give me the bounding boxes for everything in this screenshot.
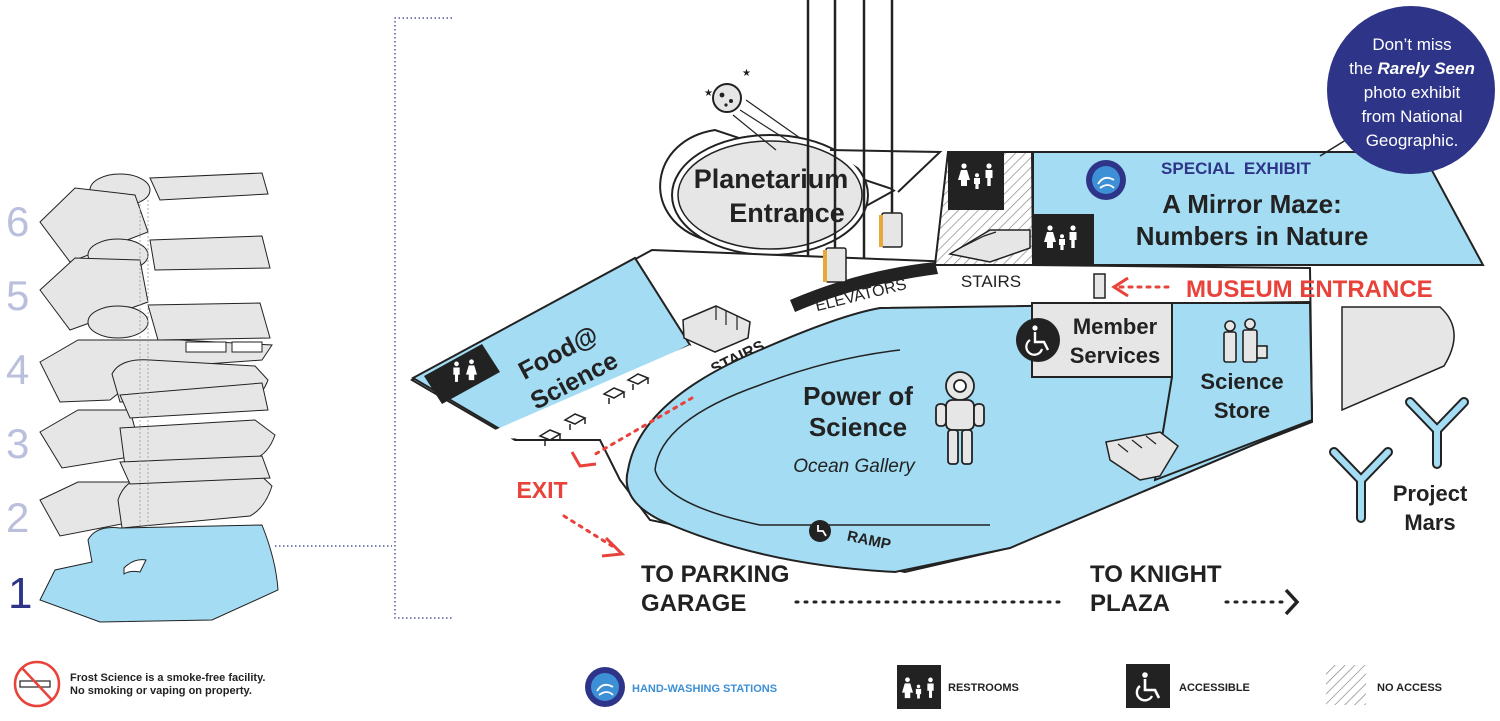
mirror-maze-title-line2: Numbers in Nature [1136,221,1369,251]
special-exhibit-label: SPECIAL EXHIBIT [1161,159,1311,178]
floor-6-shape[interactable] [39,172,269,263]
special-exhibit-mirror-maze[interactable]: SPECIAL EXHIBIT A Mirror Maze: Numbers i… [1032,151,1485,266]
wheelchair-icon [1016,318,1060,362]
legend-accessible-label: ACCESSIBLE [1179,682,1250,694]
legend-restrooms-label: RESTROOMS [948,682,1019,694]
floor-label-6[interactable]: 6 [6,198,29,245]
knight-plaza-label-line2: PLAZA [1090,590,1170,617]
stairs-top-label: STAIRS [961,272,1021,291]
ocean-gallery-label: Ocean Gallery [793,456,916,477]
callout-line-3: photo exhibit [1364,83,1461,102]
connector-lines [275,17,452,619]
power-of-science-title-line2: Science [809,412,907,442]
floor-5-shape[interactable] [39,235,271,331]
knight-plaza-direction[interactable]: TO KNIGHT PLAZA [1090,561,1300,617]
legend: Frost Science is a smoke-free facility. … [13,660,1442,709]
parking-label: TO PARKING [641,561,789,588]
mirror-maze-title: A Mirror Maze: [1162,189,1342,219]
elevator-shafts [806,0,894,280]
project-mars-label: Project [1393,481,1468,506]
svg-text:★: ★ [742,68,751,79]
svg-text:★: ★ [704,88,713,99]
science-store-label-line2: Store [1214,398,1270,423]
floor-1-shape-current[interactable] [39,524,279,623]
callout-line-2-pre: the [1349,59,1377,78]
knight-plaza-label: TO KNIGHT [1090,561,1222,588]
member-services-label: Member [1073,314,1158,339]
floor-label-5[interactable]: 5 [6,272,29,319]
callout-rarely-seen-emphasis: Rarely Seen [1378,59,1475,78]
floor-label-4[interactable]: 4 [6,346,29,393]
bench-icon [538,373,650,446]
floor-stack: 6 5 4 3 2 1 [6,172,279,623]
family-icon [1223,318,1268,363]
science-store-label: Science [1200,369,1283,394]
parking-label-line2: GARAGE [641,590,746,617]
exit-label: EXIT [516,477,567,503]
chevron-right-icon [1284,588,1300,616]
project-mars-label-line2: Mars [1404,510,1455,535]
museum-entrance[interactable]: MUSEUM ENTRANCE [1093,273,1433,303]
member-services-label-line2: Services [1070,343,1161,368]
legend-wheelchair-icon [1126,664,1170,708]
stairs-store-icon [1105,431,1179,481]
legend-hand-washing-label: HAND-WASHING STATIONS [632,683,777,695]
floor-label-1-current[interactable]: 1 [8,569,32,618]
smoke-free-text-line2: No smoking or vaping on property. [70,685,252,697]
legend-no-access-label: NO ACCESS [1377,682,1442,694]
museum-entrance-label: MUSEUM ENTRANCE [1186,276,1433,303]
floor-label-2[interactable]: 2 [6,494,29,541]
legend-hand-washing-icon [585,667,625,707]
upper-right-block: STAIRS [933,151,1093,291]
planetarium-label: Planetarium [694,164,849,194]
planetarium-bubble[interactable]: Planetarium Entrance [659,128,943,256]
rarely-seen-callout[interactable]: Don’t miss the Rarely Seen photo exhibit… [1319,6,1495,174]
exit-route[interactable]: EXIT [516,396,694,558]
planetarium-label-line2: Entrance [729,198,845,228]
diving-suit-icon [935,371,985,465]
callout-line-5: Geographic. [1366,131,1459,150]
parking-direction[interactable]: TO PARKING GARAGE [641,561,1062,617]
floor-3-shape[interactable] [39,382,276,469]
callout-line-4: from National [1361,107,1462,126]
member-services[interactable]: Member Services [1016,302,1173,378]
floor-2-shape[interactable] [39,455,273,537]
hand-washing-icon [1086,160,1126,200]
science-store[interactable]: Science Store [1105,302,1314,482]
power-of-science-title: Power of [803,381,913,411]
stairs-top-icon[interactable] [947,229,1031,263]
legend-restroom-icon [897,665,941,709]
legend-hatch-pattern-icon [1326,665,1366,705]
meteor-icon: ★ ★ [704,68,801,151]
no-smoking-icon [13,660,61,708]
floor-label-3[interactable]: 3 [6,420,29,467]
callout-line-1: Don’t miss [1372,35,1451,54]
callout-line-2: the Rarely Seen [1349,59,1475,78]
project-mars[interactable]: Project Mars [1329,306,1469,535]
smoke-free-text-line1: Frost Science is a smoke-free facility. [70,672,265,684]
